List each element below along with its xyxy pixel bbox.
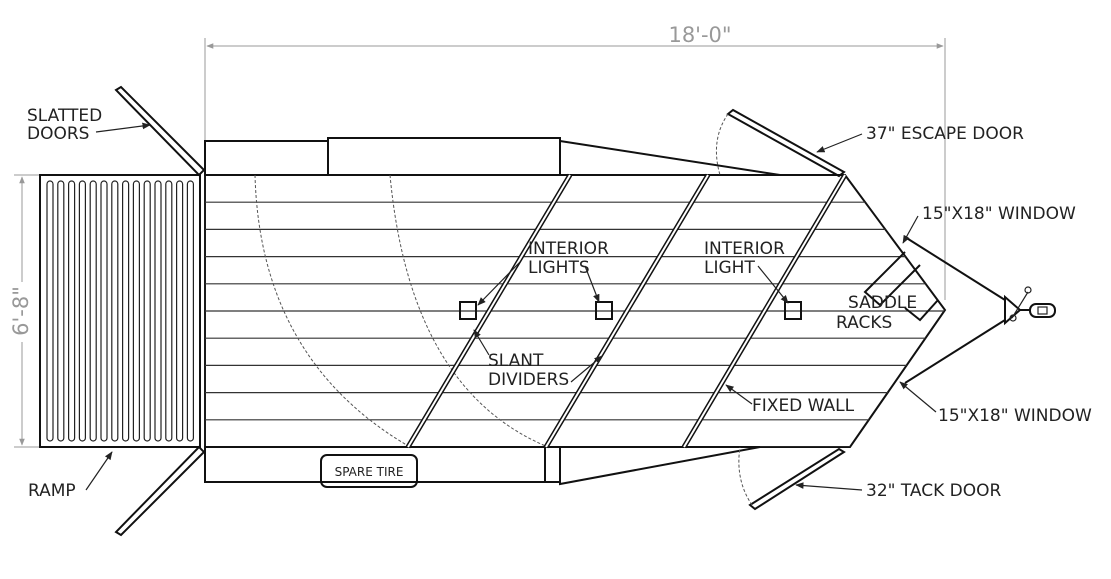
slant-dividers-label-line1: SLANT <box>488 351 544 371</box>
spare-tire-label: SPARE TIRE <box>335 465 404 479</box>
ramp-slat <box>165 180 173 442</box>
slant-dividers <box>405 173 711 449</box>
slatted-doors-label-line2: DOORS <box>27 124 89 144</box>
interior-lights-label-line2: LIGHTS <box>528 258 590 278</box>
ramp-slat <box>176 180 184 442</box>
interior-light-1 <box>459 301 477 320</box>
slant-dividers-label-line2: DIVIDERS <box>488 370 569 390</box>
hitch <box>904 236 1056 384</box>
bottom-side-compartments: SPARE TIRE <box>204 446 761 488</box>
window-top-label: 15"X18" WINDOW <box>922 204 1076 224</box>
width-dimension-label: 6'-8" <box>9 286 33 336</box>
labels: SLATTED DOORS RAMP 37" ESCAPE DOOR 15"X1… <box>27 106 1092 501</box>
leader-lines <box>85 122 937 491</box>
escape-door-label: 37" ESCAPE DOOR <box>866 124 1024 144</box>
width-dimension: 6'-8" <box>8 174 40 448</box>
ramp-slats <box>46 180 194 442</box>
ramp-slat <box>67 180 76 442</box>
saddle-racks-label-line1: SADDLE <box>848 293 917 313</box>
interior-light-label-line2: LIGHT <box>704 258 755 278</box>
slatted-doors-label-line1: SLATTED <box>27 106 102 126</box>
ramp-slat <box>46 180 54 442</box>
fixed-wall <box>681 173 848 449</box>
ramp-slat <box>100 180 108 442</box>
ramp-slat <box>111 180 119 442</box>
interior-light-2 <box>595 301 613 320</box>
ramp-slat <box>78 180 87 442</box>
saddle-racks-label-line2: RACKS <box>836 313 892 333</box>
ramp-slat <box>154 180 162 442</box>
divider-swing-arcs <box>254 174 549 448</box>
ramp <box>39 174 201 448</box>
ramp-slat <box>121 180 130 442</box>
fixed-wall-label: FIXED WALL <box>752 396 855 416</box>
ramp-slat <box>57 180 65 442</box>
ramp-slat <box>143 180 151 442</box>
ramp-slat <box>132 180 140 442</box>
window-bottom-label: 15"X18" WINDOW <box>938 406 1092 426</box>
top-side-compartments <box>204 137 781 176</box>
ramp-slat <box>186 180 194 442</box>
saddle-racks <box>863 251 939 322</box>
length-dimension-label: 18'-0" <box>668 23 731 47</box>
interior-lights-label-line1: INTERIOR <box>528 239 609 259</box>
floor-planks <box>205 201 945 447</box>
tack-door-label: 32" TACK DOOR <box>866 481 1002 501</box>
interior-light-3 <box>784 301 802 320</box>
ramp-slat <box>89 180 97 442</box>
length-dimension: 18'-0" <box>204 23 946 300</box>
interior-lights <box>459 301 802 320</box>
tack-door <box>738 446 846 511</box>
interior-light-label-line1: INTERIOR <box>704 239 785 259</box>
escape-door <box>715 108 846 178</box>
spare-tire <box>320 454 418 488</box>
ramp-label: RAMP <box>28 481 76 501</box>
